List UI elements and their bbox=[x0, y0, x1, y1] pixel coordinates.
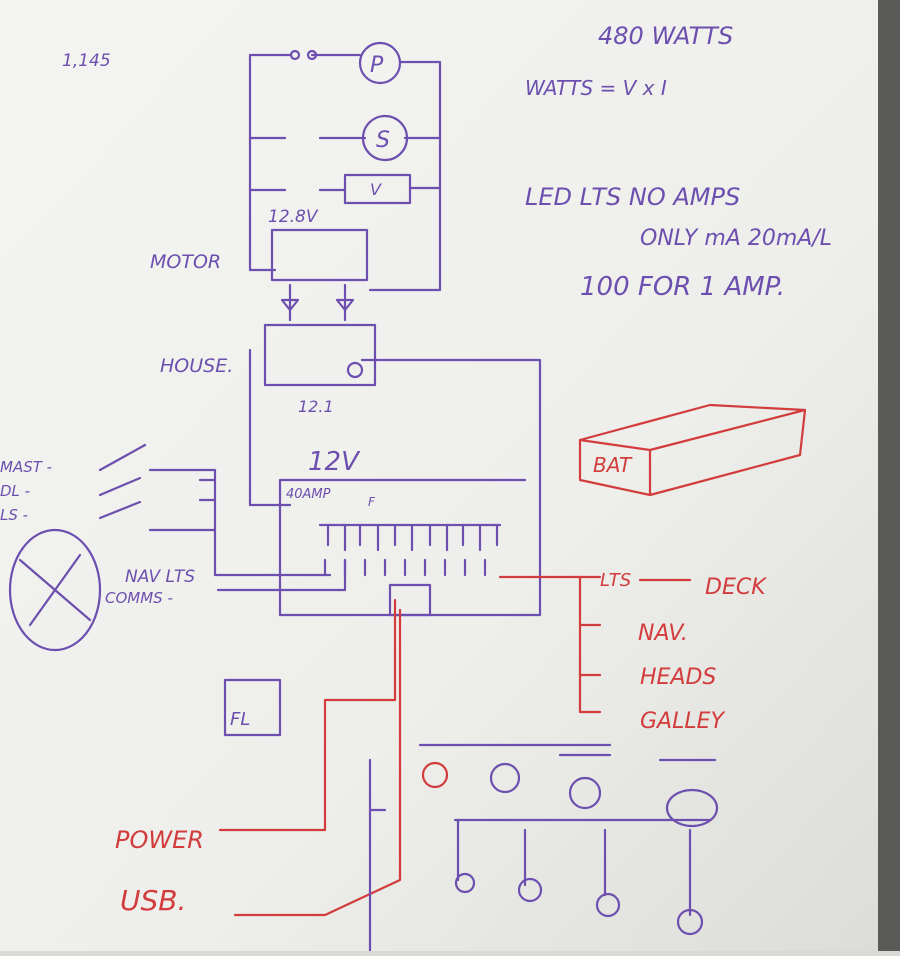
light-nav: NAV. bbox=[638, 621, 688, 646]
house-battery bbox=[263, 323, 377, 387]
battery-label: BAT bbox=[593, 453, 633, 477]
motor-label: MOTOR bbox=[150, 251, 221, 273]
pump-symbol bbox=[358, 41, 402, 85]
nav-lts-label: NAV LTS bbox=[125, 567, 195, 587]
comms-label: COMMS - bbox=[105, 589, 173, 607]
board-frame bbox=[878, 0, 900, 951]
fan-sketch bbox=[8, 528, 102, 652]
power-note: 480 WATTS bbox=[598, 22, 733, 50]
switch-label-dl: DL - bbox=[0, 482, 30, 500]
fl-label: FL bbox=[230, 709, 250, 730]
fuse-label: F bbox=[368, 495, 376, 509]
led-note-3: 100 FOR 1 AMP. bbox=[580, 272, 785, 302]
load-p-label: P bbox=[370, 53, 384, 78]
s-symbol bbox=[361, 114, 409, 162]
light-deck: DECK bbox=[705, 575, 767, 600]
v-symbol bbox=[343, 173, 412, 205]
load-v-label: V bbox=[370, 180, 382, 199]
motor-voltage: 12.8V bbox=[268, 207, 319, 227]
power-label: POWER bbox=[115, 826, 204, 854]
breaker-label: 40AMP bbox=[286, 487, 331, 502]
corner-number: 1,145 bbox=[62, 51, 111, 71]
led-note-2: ONLY mA 20mA/L bbox=[640, 226, 832, 251]
light-galley: GALLEY bbox=[640, 709, 726, 734]
panel-voltage: 12V bbox=[308, 447, 361, 477]
lamp-1 bbox=[421, 761, 449, 789]
load-s-label: S bbox=[376, 128, 390, 153]
switch-label-mast: MAST - bbox=[0, 458, 52, 476]
house-voltage: 12.1 bbox=[298, 397, 334, 416]
load-circuits bbox=[248, 41, 442, 292]
fl-box bbox=[223, 678, 282, 737]
formula-note: WATTS = V x I bbox=[525, 76, 667, 100]
led-note-1: LED LTS NO AMPS bbox=[525, 183, 740, 211]
house-label: HOUSE. bbox=[160, 355, 233, 377]
lamp-2 bbox=[489, 762, 521, 794]
motor-battery bbox=[270, 228, 369, 282]
lts-label: LTS bbox=[600, 570, 631, 591]
switch-label-ls: LS - bbox=[0, 506, 28, 524]
lamp-4 bbox=[665, 788, 719, 828]
light-heads: HEADS bbox=[640, 665, 716, 690]
usb-label: USB. bbox=[120, 884, 186, 917]
lamp-3 bbox=[568, 776, 602, 810]
usb-module bbox=[388, 583, 432, 617]
bat-box bbox=[578, 403, 807, 497]
